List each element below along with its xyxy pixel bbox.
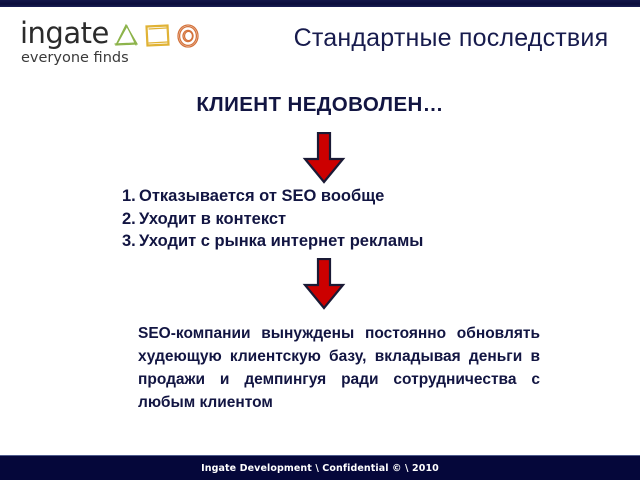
circle-icon [177,24,199,48]
square-icon [145,24,170,47]
triangle-icon [114,23,139,46]
section-heading: КЛИЕНТ НЕДОВОЛЕН… [196,93,444,116]
list-item-label: Уходит с рынка интернет рекламы [139,232,424,250]
list-item-number: 3. [122,232,136,250]
list-item: 2.Уходит в контекст [122,208,542,231]
list-item-number: 1. [122,187,136,205]
page-title: Стандартные последствия [293,24,609,52]
list-item: 3.Уходит с рынка интернет рекламы [122,230,542,253]
list-item-label: Уходит в контекст [139,209,287,228]
consequence-list: 1.Отказывается от SEO вообще 2.Уходит в … [122,185,542,253]
down-arrow-icon [302,132,346,184]
logo-tagline: everyone finds [21,50,129,66]
footer-text: Ingate Development \ Confidential © \ 20… [201,463,439,474]
logo-marks-group [114,23,199,48]
summary-paragraph: SEO-компании вынуждены постоянно обновля… [138,325,540,411]
down-arrow-icon [302,258,346,310]
list-item: 1.Отказывается от SEO вообще [122,185,542,208]
list-item-label: Отказывается от SEO вообще [139,187,385,205]
footer-bar: Ingate Development \ Confidential © \ 20… [0,455,640,480]
logo-wordmark: ingate [20,16,109,50]
top-accent-bar [0,0,640,7]
list-item-number: 2. [122,209,136,228]
ingate-logo: ingate everyone finds [20,18,210,73]
